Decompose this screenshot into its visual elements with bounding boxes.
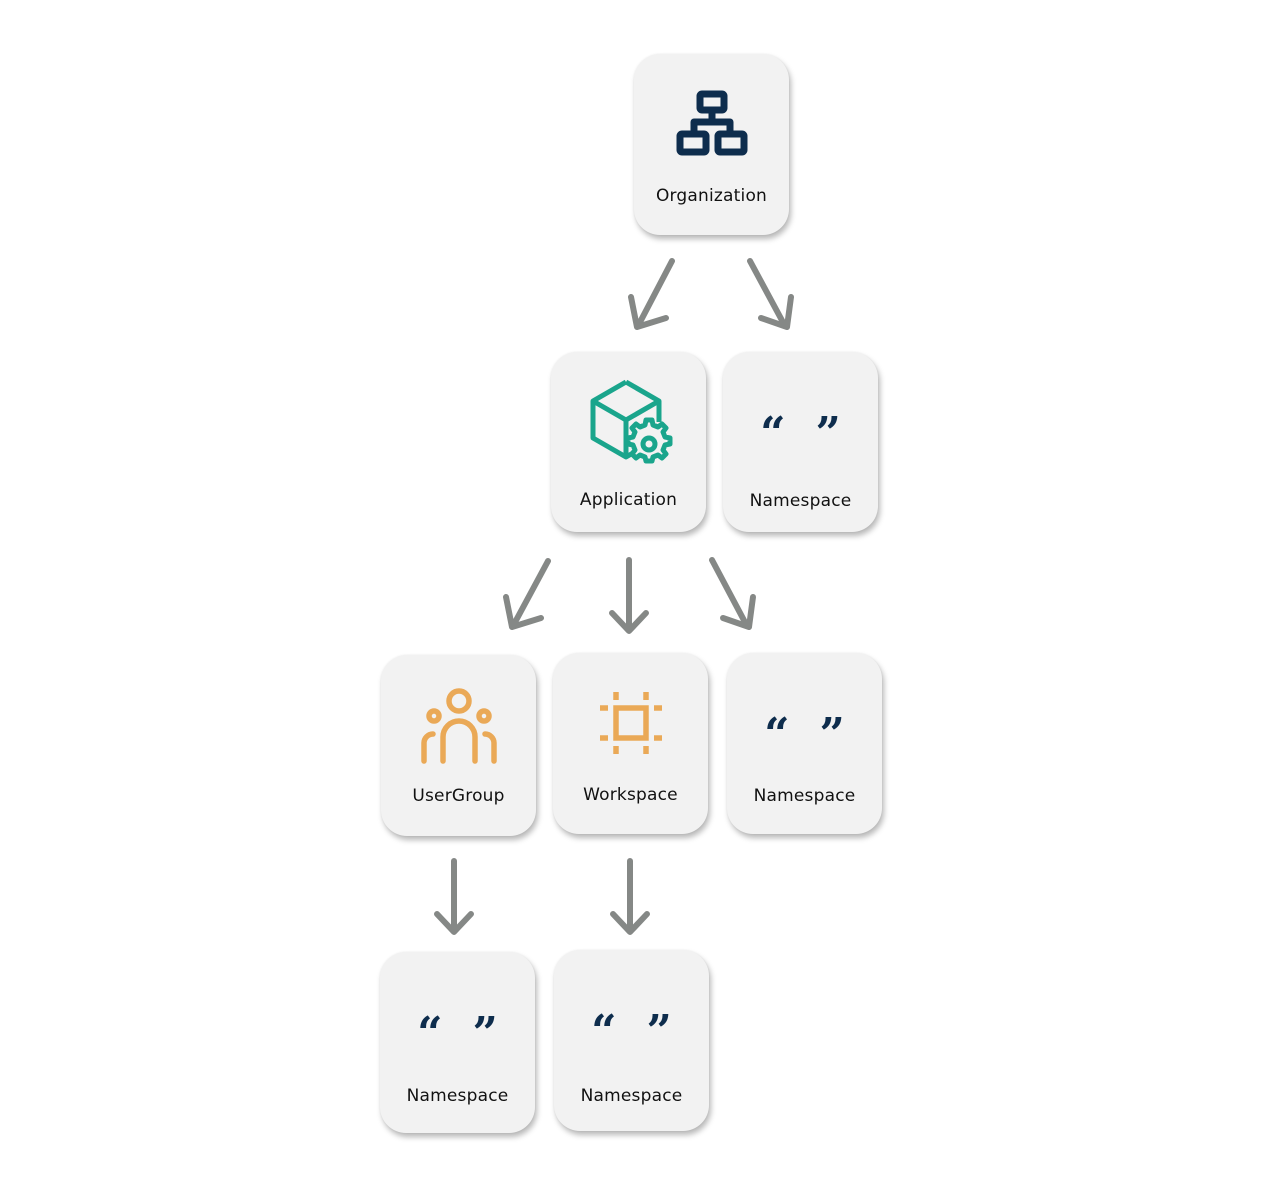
edge-application-workspace: [609, 557, 649, 634]
quote-marks-icon: “”: [727, 683, 882, 763]
node-label: Namespace: [749, 491, 852, 511]
open-quote: “: [764, 709, 790, 760]
quote-marks-icon: “”: [554, 980, 709, 1060]
node-namespace-2[interactable]: “” Namespace: [727, 653, 882, 834]
node-label: Workspace: [583, 785, 678, 805]
node-usergroup[interactable]: UserGroup: [381, 655, 536, 836]
quote-marks-icon: “”: [380, 982, 535, 1062]
node-label: UserGroup: [412, 786, 505, 806]
edge-usergroup-namespace-3: [434, 858, 474, 935]
edge-application-namespace-2: [709, 557, 756, 630]
close-quote: ”: [819, 709, 845, 760]
edge-application-usergroup: [503, 558, 551, 630]
close-quote: ”: [472, 1008, 498, 1059]
close-quote: ”: [815, 408, 841, 459]
edge-organization-application: [628, 258, 675, 330]
close-quote: ”: [646, 1006, 672, 1057]
org-chart-icon: [634, 84, 789, 164]
open-quote: “: [591, 1006, 617, 1057]
node-label: Application: [579, 490, 678, 510]
node-organization[interactable]: Organization: [634, 54, 789, 235]
node-label: Organization: [655, 186, 768, 206]
node-namespace-3[interactable]: “” Namespace: [380, 952, 535, 1133]
node-namespace-4[interactable]: “” Namespace: [554, 950, 709, 1131]
workspace-frame-icon: [553, 683, 708, 763]
node-label: Namespace: [406, 1086, 509, 1106]
node-label: Namespace: [753, 786, 856, 806]
user-group-icon: [381, 685, 536, 765]
node-workspace[interactable]: Workspace: [553, 653, 708, 834]
edge-workspace-namespace-4: [610, 858, 650, 935]
open-quote: “: [417, 1008, 443, 1059]
edge-organization-namespace-1: [747, 258, 794, 330]
cube-gear-icon: [551, 379, 706, 464]
quote-marks-icon: “”: [723, 382, 878, 462]
open-quote: “: [760, 408, 786, 459]
node-namespace-1[interactable]: “” Namespace: [723, 352, 878, 532]
node-label: Namespace: [580, 1086, 683, 1106]
node-application[interactable]: Application: [551, 352, 706, 532]
